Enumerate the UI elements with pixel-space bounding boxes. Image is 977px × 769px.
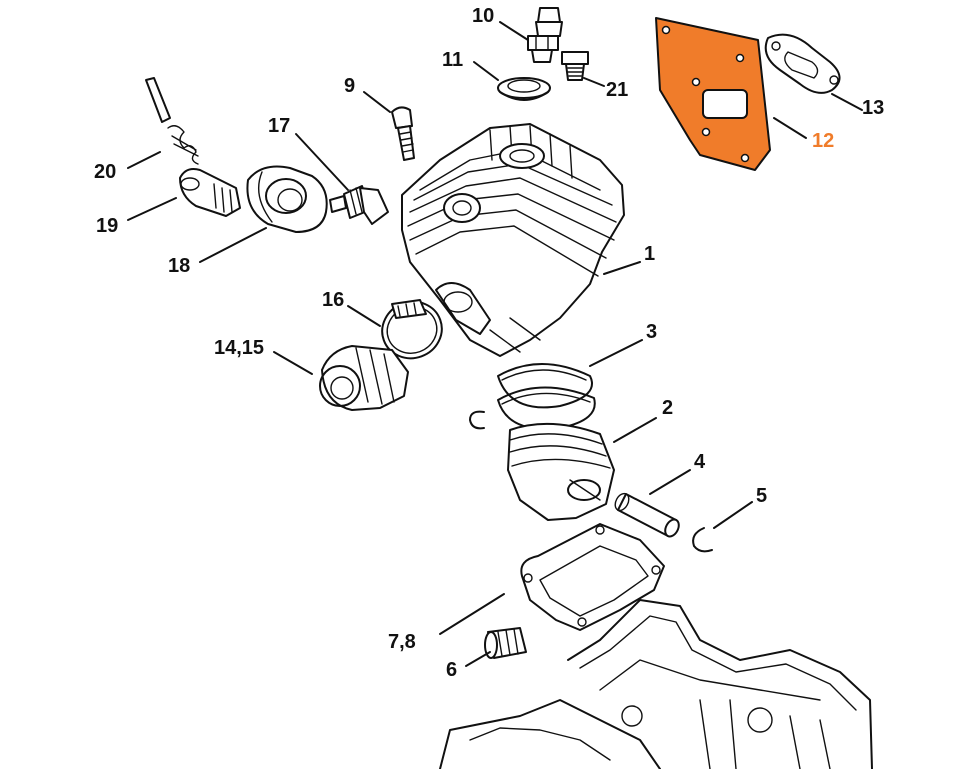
part-18-intake-flange[interactable] bbox=[246, 165, 328, 233]
circlip-left[interactable] bbox=[469, 410, 485, 430]
label-6: 6 bbox=[446, 659, 457, 681]
part-16-hose-clamp[interactable] bbox=[374, 293, 450, 366]
part-14-15-intake-manifold[interactable] bbox=[319, 345, 409, 411]
label-18: 18 bbox=[168, 255, 190, 277]
part-3-piston-rings[interactable] bbox=[497, 363, 596, 430]
part-labels: 10 11 21 9 17 20 19 18 16 14,15 1 3 2 4 … bbox=[94, 5, 884, 681]
label-16: 16 bbox=[322, 289, 344, 311]
part-4-piston-pin[interactable] bbox=[612, 491, 681, 539]
part-13-exhaust-gasket[interactable] bbox=[764, 33, 841, 94]
label-12: 12 bbox=[812, 130, 834, 152]
part-12-gasket-plate[interactable] bbox=[655, 17, 771, 171]
label-17: 17 bbox=[268, 115, 290, 137]
part-20-spring-pin[interactable] bbox=[145, 77, 199, 165]
part-5-circlip[interactable] bbox=[692, 527, 713, 553]
crankcase bbox=[439, 599, 873, 769]
label-14-15: 14,15 bbox=[214, 337, 264, 359]
label-7-8: 7,8 bbox=[388, 631, 416, 653]
label-11: 11 bbox=[442, 49, 463, 71]
part-2-piston[interactable] bbox=[507, 422, 615, 521]
part-10-decompression-valve[interactable] bbox=[527, 7, 563, 63]
label-5: 5 bbox=[756, 485, 767, 507]
part-1-cylinder[interactable] bbox=[401, 123, 625, 357]
part-21-plug[interactable] bbox=[561, 51, 589, 81]
part-6-needle-bearing[interactable] bbox=[484, 627, 527, 659]
label-20: 20 bbox=[94, 161, 116, 183]
leader-lines bbox=[127, 21, 863, 667]
label-4: 4 bbox=[694, 451, 706, 473]
label-13: 13 bbox=[862, 97, 884, 119]
label-9: 9 bbox=[344, 75, 355, 97]
label-3: 3 bbox=[646, 321, 657, 343]
label-19: 19 bbox=[96, 215, 118, 237]
part-9-screw[interactable] bbox=[391, 106, 415, 161]
label-1: 1 bbox=[644, 243, 655, 265]
part-7-8-base-gasket[interactable] bbox=[520, 523, 665, 631]
part-17-spark-plug[interactable] bbox=[329, 185, 389, 225]
label-2: 2 bbox=[662, 397, 673, 419]
part-19-elbow-connector[interactable] bbox=[179, 168, 241, 217]
part-11-valve-seat[interactable] bbox=[497, 77, 551, 101]
label-21: 21 bbox=[606, 79, 628, 101]
label-10: 10 bbox=[472, 5, 494, 27]
